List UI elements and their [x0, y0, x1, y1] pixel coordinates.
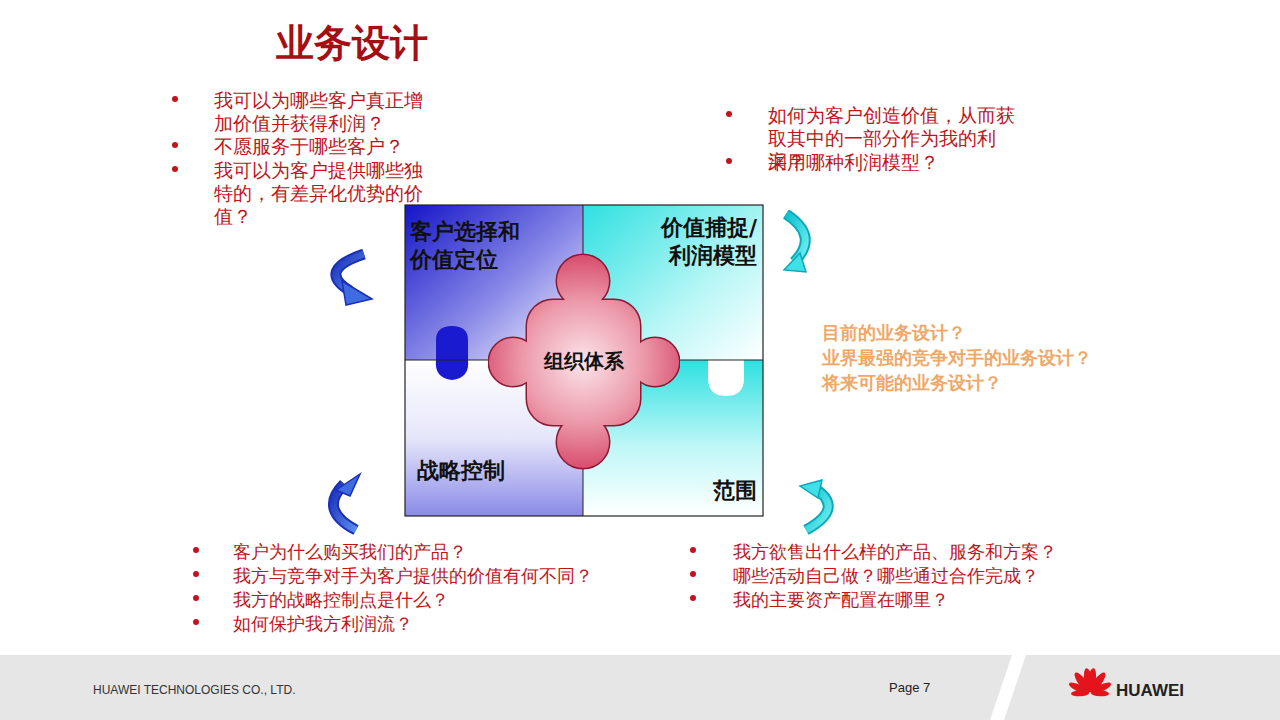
- slide-title: 业务设计: [276, 18, 428, 68]
- note-text: 目前的业务设计？: [822, 321, 1242, 345]
- question-text: 我的主要资产配置在哪里？: [733, 588, 1153, 611]
- bullet-dot: [690, 571, 696, 577]
- node-label: 组织体系: [488, 347, 680, 375]
- bullet-dot: [690, 547, 696, 553]
- node-label: 客户选择和 价值定位: [410, 217, 538, 273]
- question-text: 我方与竞争对手为客户提供的价值有何不同？: [233, 564, 653, 587]
- note-text: 将来可能的业务设计？: [822, 371, 1242, 395]
- footer-band: [0, 655, 1280, 720]
- bullet-dot: [172, 142, 178, 148]
- cycle-arrows: [333, 214, 828, 530]
- center-cross: 组织体系: [488, 253, 680, 470]
- bullet-dot: [690, 595, 696, 601]
- question-text: 哪些活动自己做？哪些通过合作完成？: [733, 564, 1153, 587]
- bullet-dot: [193, 595, 199, 601]
- bullet-dot: [172, 166, 178, 172]
- company-name: HUAWEI TECHNOLOGIES CO., LTD.: [93, 682, 413, 698]
- question-text: 客户为什么购买我们的产品？: [233, 540, 653, 563]
- bullet-dot: [193, 547, 199, 553]
- brand-name: HUAWEI: [1116, 680, 1236, 702]
- bullet-dot: [726, 111, 732, 117]
- footer-bar: [0, 655, 1280, 720]
- huawei-logo: [1068, 668, 1113, 697]
- question-text: 采用哪种利润模型？: [768, 151, 1030, 174]
- note-text: 业界最强的竞争对手的业务设计？: [822, 346, 1242, 370]
- bullet-dot: [193, 619, 199, 625]
- curved-arrow: [786, 214, 805, 262]
- page-number: Page 7: [889, 679, 969, 697]
- puzzle-border: [405, 205, 763, 516]
- node-label: 战略控制: [417, 456, 567, 484]
- puzzle-notch: [708, 360, 744, 396]
- node-label: 范围: [643, 476, 757, 504]
- bullet-dot: [172, 96, 178, 102]
- node-label: 价值捕捉/ 利润模型: [645, 213, 757, 269]
- question-text: 不愿服务于哪些客户？: [214, 135, 436, 158]
- puzzle-tab: [436, 326, 468, 380]
- question-text: 我可以为哪些客户真正增加价值并获得利润？: [214, 89, 436, 135]
- puzzle-square: [405, 205, 763, 516]
- question-text: 如何保护我方利润流？: [233, 612, 653, 635]
- question-text: 我方的战略控制点是什么？: [233, 588, 653, 611]
- bullet-dot: [726, 158, 732, 164]
- footer-slash: [990, 655, 1026, 720]
- question-text: 我可以为客户提供哪些独特的，有差异化优势的价值？: [214, 159, 436, 228]
- question-text: 我方欲售出什么样的产品、服务和方案？: [733, 540, 1153, 563]
- bullet-dot: [193, 571, 199, 577]
